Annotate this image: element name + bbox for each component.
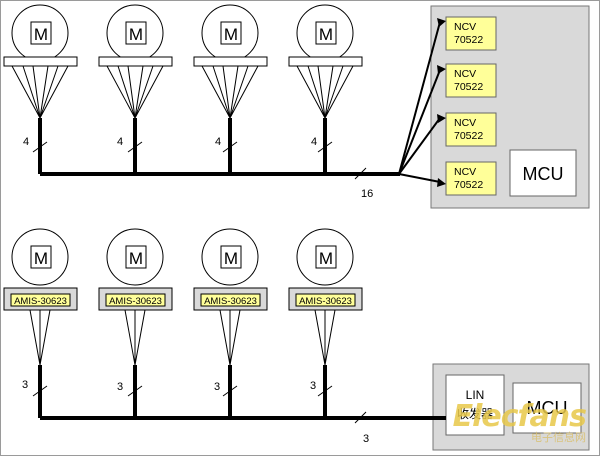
top-system: NCV 70522 NCV 70522 NCV 70522 NCV 70522 … — [3, 4, 590, 209]
ncv-driver-4-line1: NCV — [454, 166, 476, 178]
cable-count: 3 — [214, 381, 220, 393]
motor-leads — [11, 65, 69, 119]
ncv-driver-1-line2: 70522 — [454, 34, 483, 46]
motor-label-box — [220, 21, 242, 45]
cable-count: 4 — [117, 136, 123, 148]
ncv-driver-1-line1: NCV — [454, 21, 476, 33]
top-mcu-label: MCU — [523, 164, 564, 184]
top-motor-unit-2: M 4 — [98, 4, 173, 174]
motor-leads — [106, 65, 164, 119]
cable-tick — [317, 385, 333, 397]
cable-tick — [127, 385, 143, 397]
ncv-driver-3: NCV 70522 — [445, 112, 497, 147]
motor-leads — [29, 309, 51, 366]
bottom-trunk-count: 3 — [363, 433, 369, 445]
cable-tick — [222, 141, 238, 153]
motor-mount-plate — [98, 56, 173, 67]
amis-chip-label: AMIS-30623 — [204, 296, 257, 307]
cable-tick — [317, 141, 333, 153]
motor-leads — [296, 65, 354, 119]
motor-leads — [201, 65, 259, 119]
motor-leads — [219, 309, 241, 366]
ncv-driver-3-line2: 70522 — [454, 130, 483, 142]
cable-count: 3 — [22, 379, 28, 391]
motor-label-box — [315, 245, 337, 269]
motor-label: M — [224, 249, 238, 268]
motor-label-box — [125, 21, 147, 45]
amis-chip-label: AMIS-30623 — [109, 296, 162, 307]
bottom-motor-unit-3: M AMIS-30623 3 — [193, 228, 268, 418]
motor-label-box — [125, 245, 147, 269]
motor-label-box — [30, 21, 52, 45]
ncv-driver-3-line1: NCV — [454, 117, 476, 129]
top-trunk-tick — [354, 167, 367, 180]
motor-label-box — [30, 245, 52, 269]
cable-count: 4 — [215, 136, 221, 148]
cable-count: 4 — [311, 136, 317, 148]
cable-tick — [127, 141, 143, 153]
ncv-driver-4: NCV 70522 — [445, 161, 497, 196]
ncv-driver-2-line2: 70522 — [454, 81, 483, 93]
cable-count: 4 — [23, 136, 29, 148]
top-fanout-arrowheads — [437, 18, 446, 187]
motor-label-box — [315, 21, 337, 45]
top-motor-unit-4: M 4 — [288, 4, 363, 174]
motor-label: M — [319, 25, 333, 44]
top-fanout-lines — [398, 21, 441, 183]
bottom-motor-unit-4: M AMIS-30623 3 — [288, 228, 363, 418]
motor-mount-plate — [288, 56, 363, 67]
amis-chip-label: AMIS-30623 — [299, 296, 352, 307]
bottom-motor-unit-2: M AMIS-30623 3 — [98, 228, 173, 418]
motor-label: M — [34, 249, 48, 268]
bottom-mcu: MCU — [512, 382, 582, 434]
bottom-trunk-tick — [354, 411, 367, 424]
top-mcu: MCU — [509, 149, 577, 197]
ncv-driver-1: NCV 70522 — [445, 16, 497, 51]
bottom-mcu-label: MCU — [527, 398, 568, 418]
motor-mount-plate — [3, 56, 78, 67]
cable-tick — [222, 385, 238, 397]
amis-chip — [295, 293, 356, 307]
motor-label-box — [220, 245, 242, 269]
lin-transceiver: LIN 收发器 — [445, 374, 505, 436]
ncv-driver-2-line1: NCV — [454, 68, 476, 80]
motor-label: M — [224, 25, 238, 44]
motor-label: M — [129, 25, 143, 44]
motor-label: M — [34, 25, 48, 44]
lin-transceiver-line2: 收发器 — [457, 406, 493, 421]
motor-leads — [124, 309, 146, 366]
amis-chip — [105, 293, 166, 307]
lin-transceiver-line1: LIN — [466, 388, 485, 402]
cable-tick — [32, 385, 48, 397]
cable-count: 3 — [117, 381, 123, 393]
motor-label: M — [319, 249, 333, 268]
motor-leads — [314, 309, 336, 366]
motor-label: M — [129, 249, 143, 268]
ncv-driver-4-line2: 70522 — [454, 179, 483, 191]
amis-chip — [200, 293, 261, 307]
motor-mount-plate — [193, 56, 268, 67]
top-motor-unit-3: M 4 — [193, 4, 268, 174]
top-motor-unit-1: M 4 — [3, 4, 78, 174]
amis-chip — [10, 293, 71, 307]
cable-count: 3 — [310, 380, 316, 392]
bottom-system: LIN 收发器 MCU 3 M AMIS-30623 3 M — [3, 228, 590, 451]
top-trunk-count: 16 — [361, 188, 373, 200]
bottom-motor-unit-1: M AMIS-30623 3 — [3, 228, 78, 418]
ncv-driver-2: NCV 70522 — [445, 63, 497, 98]
amis-chip-label: AMIS-30623 — [14, 296, 67, 307]
cable-tick — [32, 141, 48, 153]
